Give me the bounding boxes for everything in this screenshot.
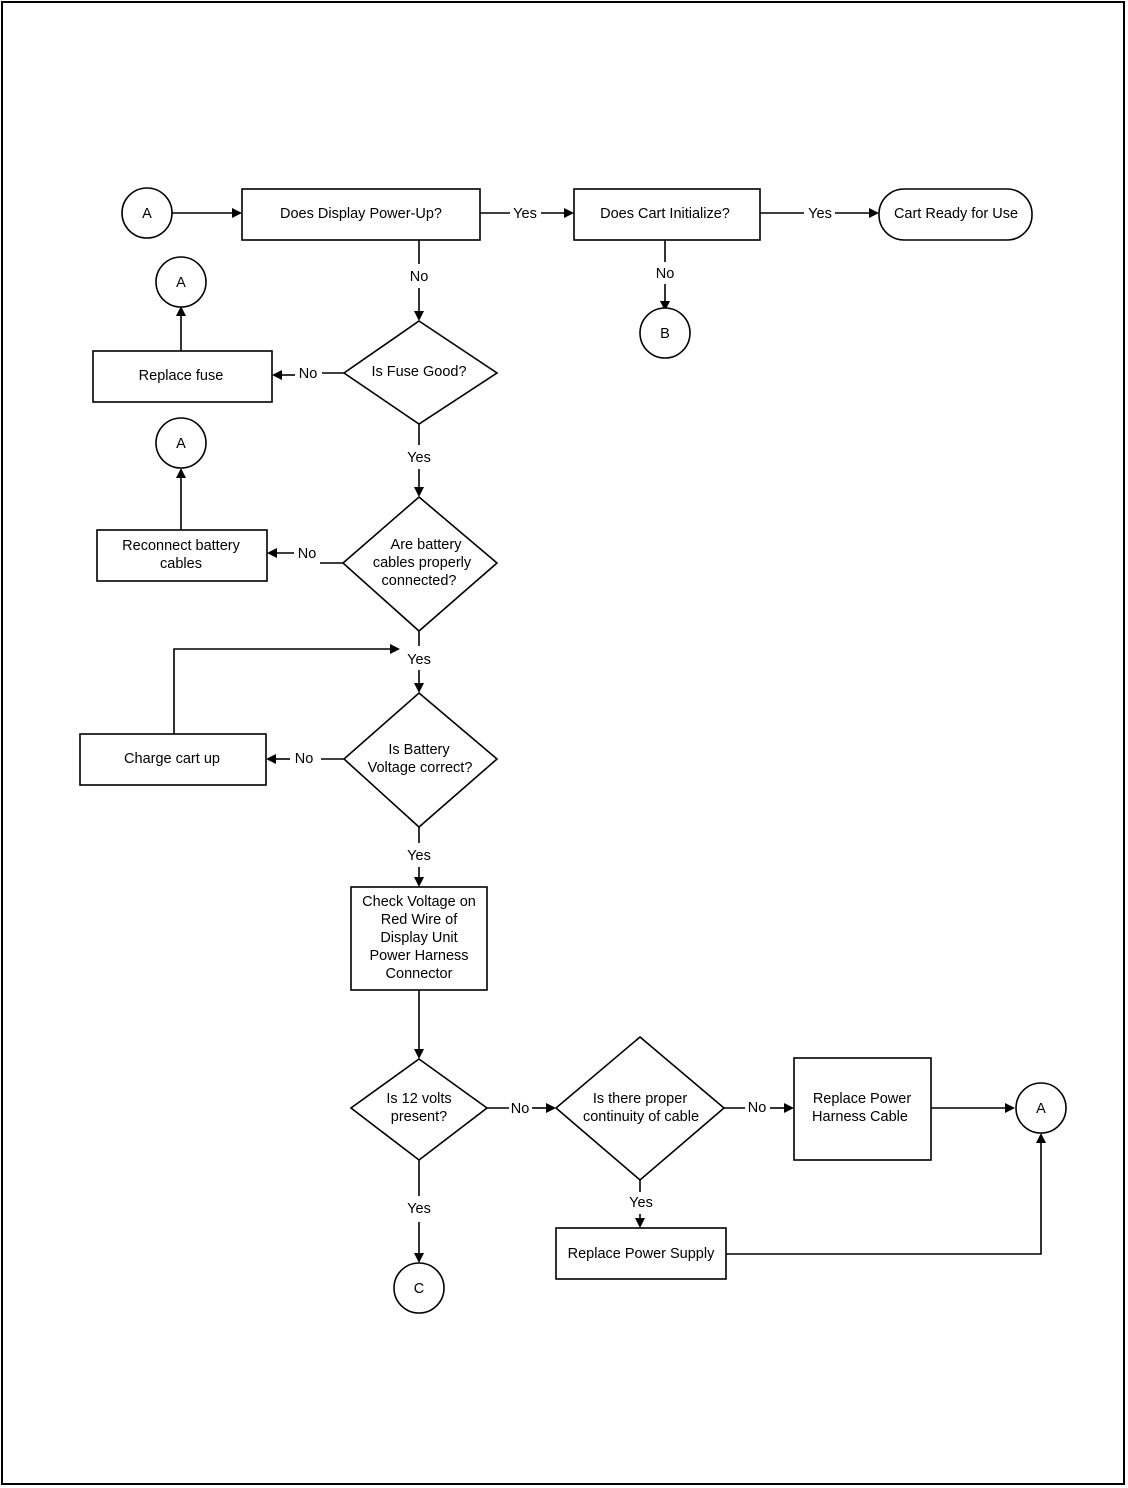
connector-a-start bbox=[121, 187, 173, 239]
fuse-good-label: Is Fuse Good? bbox=[371, 364, 466, 380]
edge-labels: Yes Yes No No No Yes No Yes No Yes No No… bbox=[295, 206, 832, 1217]
battery-voltage-label-line2: Voltage correct? bbox=[368, 760, 473, 776]
connector-a-fuse-label: A bbox=[176, 275, 186, 291]
edge-label-cables-no: No bbox=[298, 546, 317, 562]
edge-label-continuity-no: No bbox=[748, 1100, 767, 1116]
edge-label-display-no: No bbox=[410, 269, 429, 285]
continuity-label-line1: Is there proper bbox=[593, 1091, 687, 1107]
box-replace-harness bbox=[793, 1057, 932, 1161]
connector-a-cables bbox=[155, 417, 207, 469]
battery-cables-label-line3: connected? bbox=[382, 573, 457, 589]
box-display-powerup bbox=[241, 188, 481, 241]
continuity-label-line2: continuity of cable bbox=[583, 1109, 699, 1125]
connector-b bbox=[639, 307, 691, 359]
arrow-to-a-top bbox=[176, 306, 186, 316]
display-powerup-label: Does Display Power-Up? bbox=[280, 206, 442, 222]
connector-c bbox=[393, 1262, 445, 1314]
arrow-to-battery-cables bbox=[414, 487, 424, 497]
check-voltage-label-line4: Power Harness bbox=[369, 948, 468, 964]
box-replace-supply bbox=[555, 1227, 727, 1280]
edge-label-voltage-no: No bbox=[295, 751, 314, 767]
arrow-to-replace-supply bbox=[635, 1218, 645, 1228]
edge-label-cables-yes: Yes bbox=[407, 652, 431, 668]
battery-cables-label-line1: Are battery bbox=[391, 537, 463, 553]
battery-voltage-label-line1: Is Battery bbox=[388, 742, 450, 758]
arrow-to-cart-init bbox=[564, 208, 574, 218]
arrow-to-cart-ready bbox=[869, 208, 879, 218]
arrow-to-b bbox=[660, 301, 670, 311]
edge-label-voltage-yes: Yes bbox=[407, 848, 431, 864]
twelve-volts-label-line2: present? bbox=[391, 1109, 447, 1125]
edge-label-cart-init-no: No bbox=[656, 266, 675, 282]
diamond-fuse-good bbox=[342, 320, 499, 425]
arrow-to-battery-voltage bbox=[414, 683, 424, 693]
arrowheads bbox=[176, 208, 1046, 1263]
connector-a-right bbox=[1015, 1082, 1067, 1134]
box-cart-initialize bbox=[573, 188, 761, 241]
shapes bbox=[79, 187, 1067, 1314]
arrow-to-reconnect bbox=[267, 548, 277, 558]
connector-c-label: C bbox=[414, 1281, 424, 1297]
check-voltage-label-line2: Red Wire of bbox=[381, 912, 459, 928]
connector-a-fuse bbox=[155, 256, 207, 308]
reconnect-label-line2: cables bbox=[160, 556, 202, 572]
replace-supply-label: Replace Power Supply bbox=[568, 1246, 715, 1262]
edge-label-12v-yes: Yes bbox=[407, 1201, 431, 1217]
arrow-to-a-middle bbox=[176, 468, 186, 478]
charge-cart-label: Charge cart up bbox=[124, 751, 220, 767]
arrow-to-c bbox=[414, 1253, 424, 1263]
arrow-to-fuse bbox=[414, 311, 424, 321]
flow-lines bbox=[172, 212, 1042, 1255]
diamond-continuity bbox=[554, 1035, 726, 1182]
arrow-to-a-right bbox=[1005, 1103, 1015, 1113]
box-reconnect-cables bbox=[96, 529, 268, 582]
cart-ready-label: Cart Ready for Use bbox=[894, 206, 1018, 222]
arrow-to-replace-fuse bbox=[272, 370, 282, 380]
arrow-to-charge-cart bbox=[266, 754, 276, 764]
twelve-volts-label-line1: Is 12 volts bbox=[386, 1091, 451, 1107]
edge-label-12v-no: No bbox=[511, 1101, 530, 1117]
connector-a-cables-label: A bbox=[176, 436, 186, 452]
diamond-battery-cables bbox=[341, 495, 499, 633]
cart-initialize-label: Does Cart Initialize? bbox=[600, 206, 730, 222]
edge-label-fuse-no: No bbox=[299, 366, 318, 382]
arrow-to-a-right-bottom bbox=[1036, 1133, 1046, 1143]
diamond-battery-voltage bbox=[342, 691, 499, 829]
edge-label-continuity-yes: Yes bbox=[629, 1195, 653, 1211]
arrow-to-continuity bbox=[546, 1103, 556, 1113]
replace-fuse-label: Replace fuse bbox=[139, 368, 224, 384]
terminal-cart-ready bbox=[878, 188, 1033, 241]
box-replace-fuse bbox=[92, 350, 273, 403]
edge-label-fuse-yes: Yes bbox=[407, 450, 431, 466]
box-charge-cart bbox=[79, 733, 267, 786]
arrow-to-display bbox=[232, 208, 242, 218]
arrow-loop-back bbox=[390, 644, 400, 654]
diamond-12-volts bbox=[349, 1058, 489, 1162]
check-voltage-label-line3: Display Unit bbox=[380, 930, 457, 946]
replace-harness-label-line2: Harness Cable bbox=[812, 1109, 908, 1125]
battery-cables-label-line2: cables properly bbox=[373, 555, 472, 571]
check-voltage-label-line1: Check Voltage on bbox=[362, 894, 476, 910]
arrow-to-replace-harness bbox=[784, 1103, 794, 1113]
check-voltage-label-line5: Connector bbox=[386, 966, 453, 982]
box-check-voltage bbox=[350, 886, 488, 991]
edge-label-display-yes: Yes bbox=[513, 206, 537, 222]
connector-b-label: B bbox=[660, 326, 670, 342]
arrow-to-12-volts bbox=[414, 1049, 424, 1059]
node-labels: A Does Display Power-Up? Does Cart Initi… bbox=[122, 206, 1046, 1297]
replace-harness-label-line1: Replace Power bbox=[813, 1091, 911, 1107]
reconnect-label-line1: Reconnect battery bbox=[122, 538, 240, 554]
connector-a-right-label: A bbox=[1036, 1101, 1046, 1117]
connector-a-start-label: A bbox=[142, 206, 152, 222]
edge-label-cart-init-yes: Yes bbox=[808, 206, 832, 222]
arrow-to-check-voltage bbox=[414, 877, 424, 887]
